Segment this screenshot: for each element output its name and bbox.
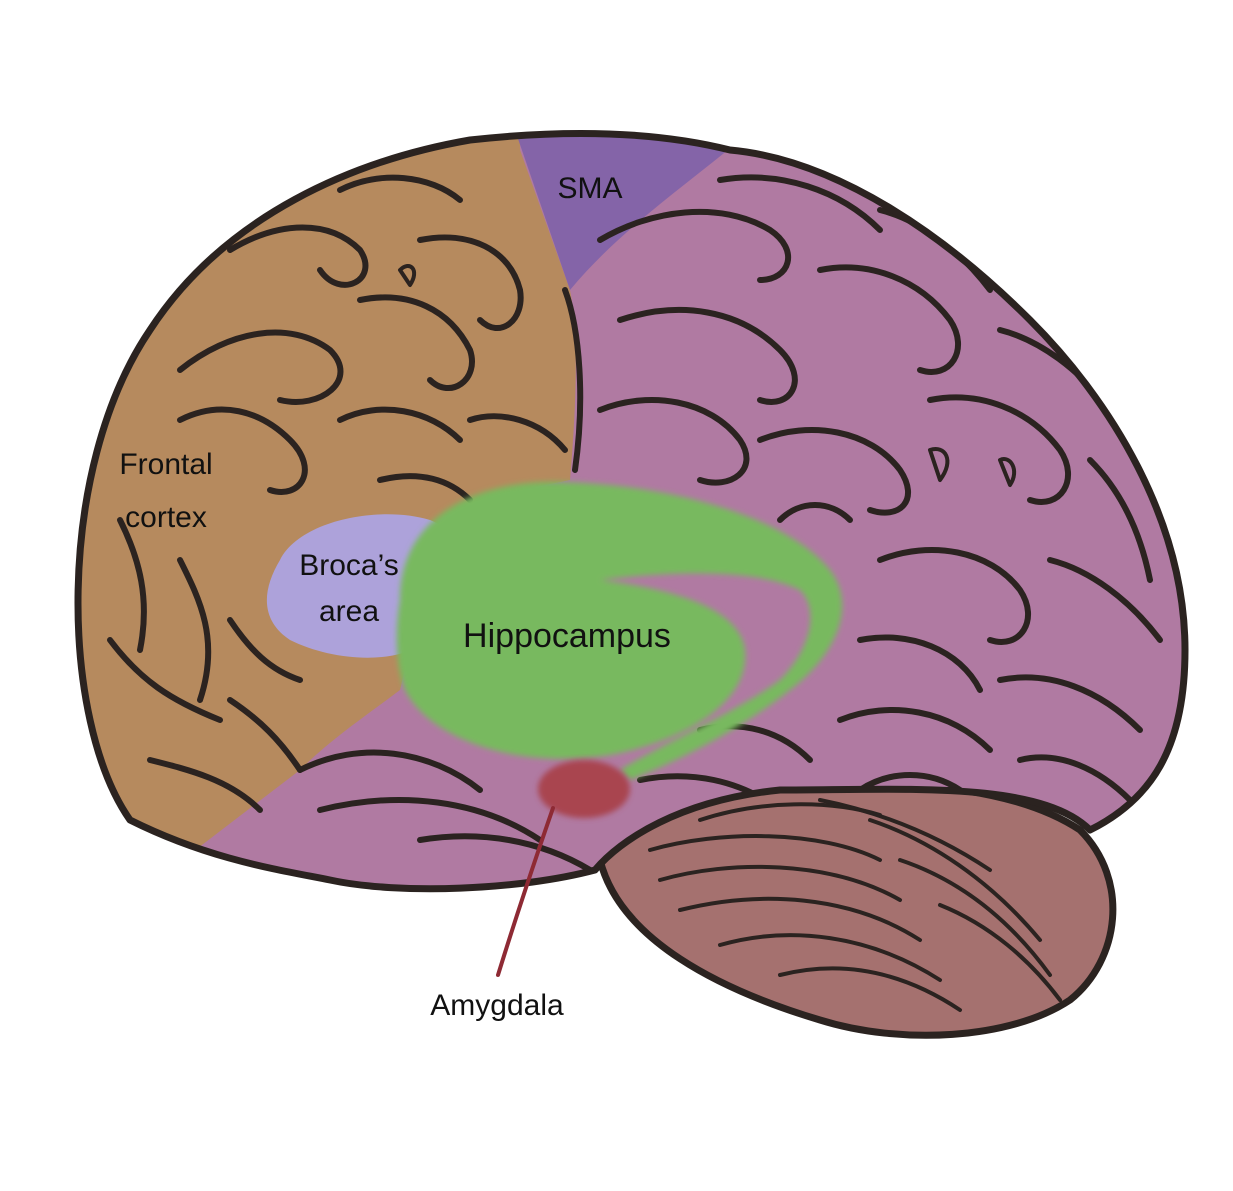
hippocampus: [396, 481, 843, 780]
hippocampus-label: Hippocampus: [463, 617, 671, 655]
amygdala-label: Amygdala: [430, 989, 564, 1022]
cerebellum: [596, 780, 1117, 1039]
cerebrum-outline: [74, 129, 1189, 893]
cerebellum-folia: [648, 798, 1062, 1012]
frontal-cortex-label-line1: Frontal: [119, 448, 212, 481]
amygdala: [538, 760, 630, 818]
amygdala-pointer-line: [496, 806, 555, 977]
amygdala-shape: [538, 760, 630, 818]
hippocampus-shape: [396, 481, 843, 780]
sma-region: [515, 133, 740, 290]
frontal-cortex-label-line2: cortex: [125, 501, 207, 534]
sma-label: SMA: [557, 172, 622, 205]
brocas-area-label-line1: Broca’s: [299, 549, 399, 582]
brocas-area-label-line2: area: [319, 595, 379, 628]
